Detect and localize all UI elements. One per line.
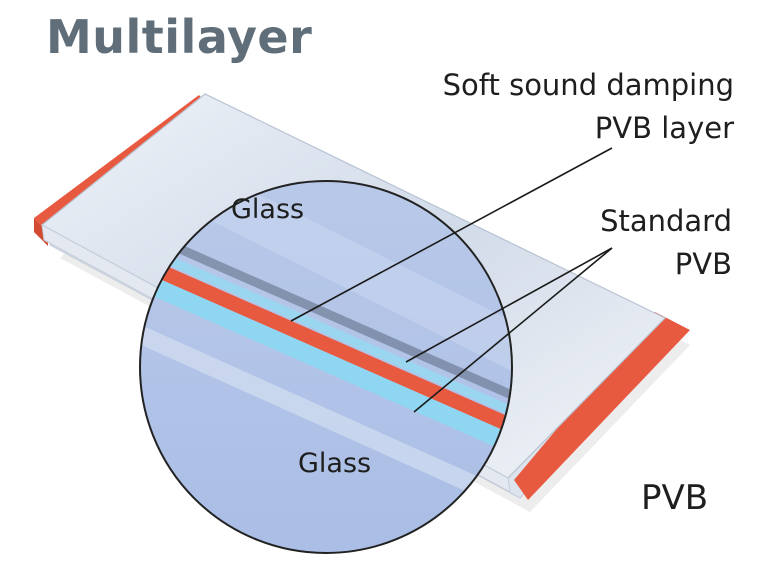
diagram-title: Multilayer [46, 10, 313, 64]
soft-layer-label-line-2: PVB layer [594, 111, 734, 145]
standard-pvb-band-upper [140, 238, 512, 424]
standard-pvb-label: Standard PVB [600, 200, 732, 286]
magnifier-outline [139, 180, 513, 554]
soft-layer-label: Soft sound damping PVB layer [443, 64, 734, 150]
standard-pvb-label-line-2: PVB [674, 247, 732, 281]
pvb-edge-right [514, 312, 690, 500]
standard-pvb-label-line-1: Standard [600, 204, 732, 238]
leader-soft-layer [290, 147, 613, 322]
glass-top-label: Glass [231, 194, 305, 225]
pvb-label: PVB [641, 478, 709, 518]
glass-bottom-label: Glass [298, 448, 372, 479]
leader-standard-upper [405, 247, 613, 363]
soft-layer-label-line-1: Soft sound damping [442, 68, 734, 102]
leader-standard-lower [413, 247, 613, 413]
standard-pvb-band-lower [140, 266, 512, 462]
soft-damping-band [140, 250, 512, 442]
